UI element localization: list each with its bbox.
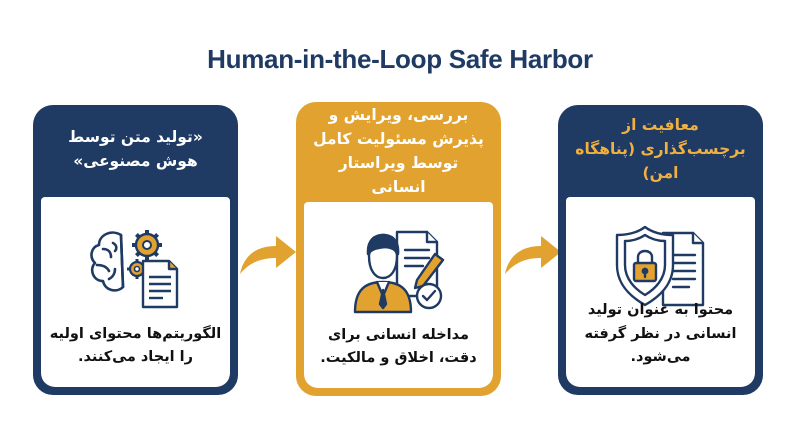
- step-card-human-review: بررسی، ویرایش و پذیرش مسئولیت کامل توسط …: [296, 102, 501, 396]
- page-title: Human-in-the-Loop Safe Harbor: [207, 44, 593, 74]
- step-card-ai-generation: «تولید متن توسط هوش مصنوعی»: [33, 105, 238, 395]
- card-description: محتوا به عنوان تولید انسانی در نظر گرفته…: [584, 302, 737, 365]
- step-card-safe-harbor: معافیت از برچسب‌گذاری (پناهگاه امن): [558, 105, 763, 395]
- right-arrow-icon: [240, 236, 296, 274]
- card-description: مداخله انسانی برای دقت، اخلاق و مالکیت.: [320, 326, 477, 366]
- card-title: معافیت از برچسب‌گذاری (پناهگاه امن): [575, 115, 746, 182]
- card-title: «تولید متن توسط هوش مصنوعی»: [68, 127, 203, 170]
- card-title: بررسی، ویرایش و پذیرش مسئولیت کامل توسط …: [313, 105, 484, 197]
- brain-gears-document-icon: [89, 230, 178, 309]
- editor-person-document-icon: [353, 230, 444, 314]
- card-body: محتوا به عنوان تولید انسانی در نظر گرفته…: [566, 197, 755, 387]
- right-arrow-icon: [505, 236, 561, 274]
- card-body: مداخله انسانی برای دقت، اخلاق و مالکیت.: [304, 202, 493, 388]
- card-body: الگوریتم‌ها محتوای اولیه را ایجاد می‌کنن…: [41, 197, 230, 387]
- shield-lock-document-icon: [615, 225, 704, 307]
- card-description: الگوریتم‌ها محتوای اولیه را ایجاد می‌کنن…: [49, 325, 222, 365]
